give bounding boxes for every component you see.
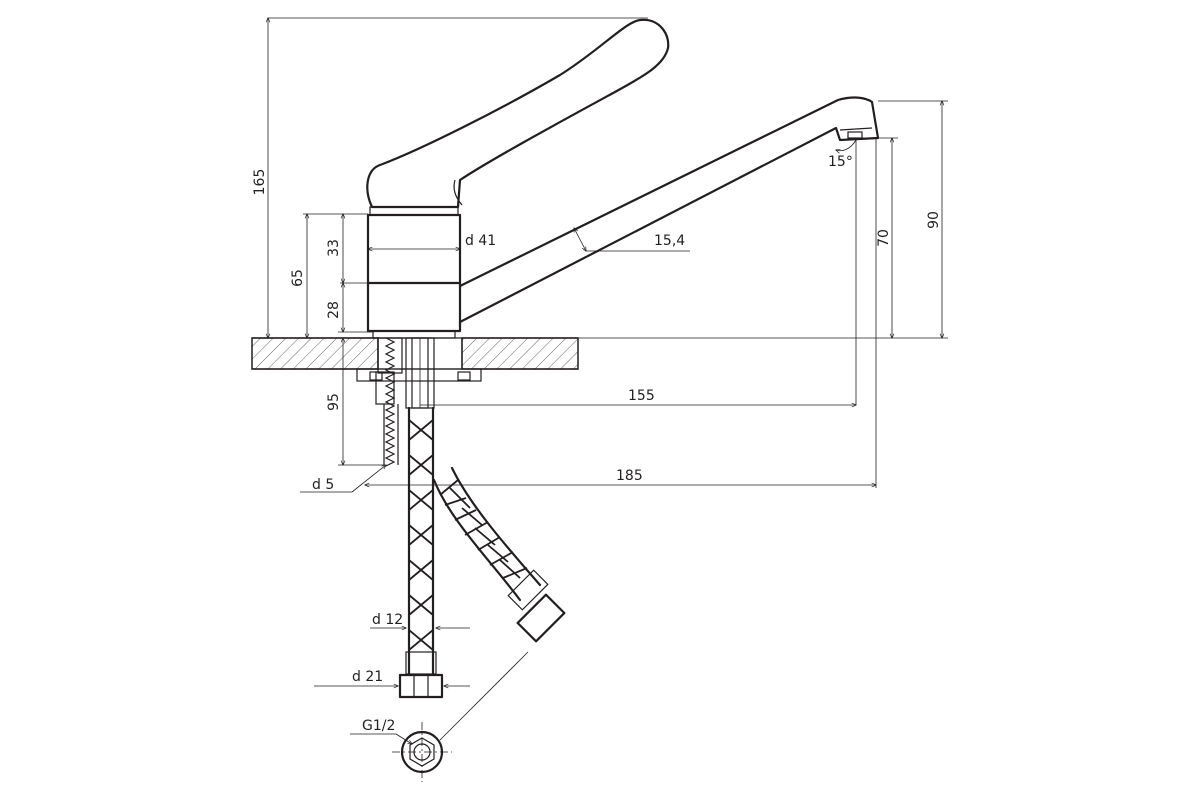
label-reach-short: 155 bbox=[628, 388, 655, 404]
threaded-stud bbox=[356, 337, 482, 467]
label-nut-diameter: d 21 bbox=[352, 669, 383, 685]
label-hose-diameter: d 12 bbox=[372, 612, 403, 628]
faucet-body bbox=[366, 206, 462, 339]
dimension-labels: 165 65 33 28 95 d 41 15,4 15° 90 70 155 … bbox=[252, 154, 942, 734]
label-stud-diameter: d 5 bbox=[312, 477, 334, 493]
label-spout-diameter: 15,4 bbox=[654, 233, 685, 249]
label-outlet-height-upper: 90 bbox=[926, 211, 942, 229]
connector-end-view bbox=[392, 651, 529, 782]
hose-curved bbox=[432, 466, 566, 643]
label-spout-angle: 15° bbox=[828, 154, 853, 170]
label-reach-long: 185 bbox=[616, 468, 643, 484]
countertop bbox=[251, 337, 579, 370]
label-body-height: 65 bbox=[290, 269, 306, 287]
label-total-height: 165 bbox=[252, 169, 268, 196]
hose-straight bbox=[398, 337, 444, 699]
label-body-lower: 28 bbox=[326, 301, 342, 319]
spout bbox=[458, 96, 880, 324]
label-body-upper: 33 bbox=[326, 239, 342, 257]
label-body-diameter: d 41 bbox=[465, 233, 496, 249]
label-thread: G1/2 bbox=[362, 718, 395, 734]
lever-handle bbox=[366, 18, 670, 209]
dimension-lines bbox=[256, 18, 948, 744]
label-stud-length: 95 bbox=[326, 393, 342, 411]
label-outlet-height-lower: 70 bbox=[876, 229, 892, 247]
